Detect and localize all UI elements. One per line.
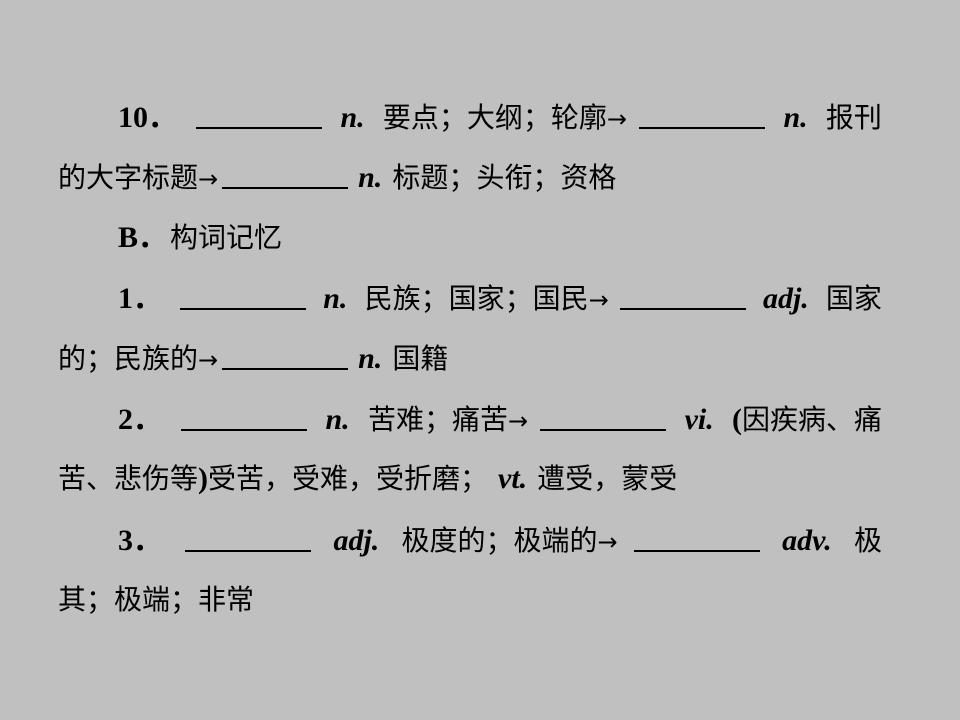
section-label: B．: [118, 221, 169, 254]
item-10-line-2: 的大字标题 → n. 标题；头衔；资格: [58, 157, 882, 197]
item-1-line-1: 1． n. 民族；国家；国民 → adj. 国家: [58, 278, 882, 318]
item-10-line-1: 10． n. 要点；大纲；轮廓 → n. 报刊: [58, 97, 882, 137]
meaning-text: 极度的；极端的: [401, 524, 598, 557]
answer-blank[interactable]: [222, 159, 349, 189]
answer-blank[interactable]: [619, 280, 746, 310]
meaning-group: 民族；国家；国民 →: [364, 279, 609, 320]
meaning-group: ( 因疾病、痛: [732, 400, 882, 440]
item-number: 1．: [118, 282, 163, 315]
answer-blank[interactable]: [181, 401, 308, 431]
item-number: 2．: [118, 403, 163, 436]
item-2-line-2: 苦、悲伤等 ) 受苦，受难，受折磨； vt. 遭受，蒙受: [58, 459, 882, 499]
meaning-text: 的；民族的: [58, 342, 199, 375]
part-of-speech: adj.: [333, 524, 380, 557]
arrow-right-icon: →: [198, 346, 219, 374]
meaning-text: 因疾病、痛: [741, 403, 882, 436]
paren-open: (: [731, 403, 742, 436]
meaning-group: 的大字标题 →: [58, 158, 218, 199]
part-of-speech: n.: [325, 403, 350, 436]
meaning-text: 标题；头衔；资格: [392, 161, 617, 194]
item-number: 3．: [118, 524, 163, 557]
answer-blank[interactable]: [639, 99, 766, 129]
answer-blank[interactable]: [540, 401, 667, 431]
meaning-text: 的大字标题: [58, 161, 199, 194]
meaning-text: 苦、悲伤等: [58, 462, 199, 495]
item-2-line-1: 2． n. 苦难；痛苦 → vi. ( 因疾病、痛: [58, 399, 882, 439]
paren-close: ): [198, 462, 209, 495]
part-of-speech: adj.: [762, 282, 809, 315]
item-3-line-1: 3． adj. 极度的；极端的 → adv. 极: [58, 520, 882, 560]
answer-blank[interactable]: [180, 280, 307, 310]
part-of-speech: adv.: [782, 524, 832, 557]
meaning-text: 国籍: [392, 342, 449, 375]
meaning-group: 苦、悲伤等 ) 受苦，受难，受折磨；: [58, 459, 488, 499]
part-of-speech: n.: [323, 282, 348, 315]
meaning-text: 要点；大纲；轮廓: [382, 101, 607, 134]
part-of-speech: vi.: [684, 403, 714, 436]
meaning-group: 极度的；极端的 →: [401, 521, 618, 562]
item-number: 10．: [118, 101, 178, 134]
item-3-line-2: 其；极端；非常: [58, 580, 882, 620]
part-of-speech: n.: [358, 342, 383, 375]
arrow-right-icon: →: [606, 105, 628, 133]
meaning-text: 遭受，蒙受: [537, 462, 678, 495]
meaning-text: 报刊: [825, 101, 882, 134]
meaning-text: 受苦，受难，受折磨；: [208, 462, 489, 495]
answer-blank[interactable]: [185, 522, 312, 552]
part-of-speech: n.: [358, 161, 383, 194]
answer-blank[interactable]: [196, 99, 323, 129]
item-1-line-2: 的；民族的 → n. 国籍: [58, 338, 882, 378]
section-b-heading: B． 构词记忆: [58, 218, 882, 258]
meaning-group: 要点；大纲；轮廓 →: [382, 98, 627, 139]
section-title: 构词记忆: [170, 221, 283, 254]
answer-blank[interactable]: [633, 522, 760, 552]
meaning-group: 的；民族的 →: [58, 339, 218, 380]
part-of-speech: vt.: [498, 462, 528, 495]
part-of-speech: n.: [783, 101, 808, 134]
arrow-right-icon: →: [597, 528, 618, 556]
meaning-text: 国家: [825, 282, 882, 315]
meaning-text: 极: [853, 524, 882, 557]
arrow-right-icon: →: [588, 286, 609, 314]
arrow-right-icon: →: [198, 165, 219, 193]
meaning-group: 苦难；痛苦 →: [367, 400, 528, 441]
meaning-text: 其；极端；非常: [58, 583, 255, 616]
part-of-speech: n.: [340, 101, 365, 134]
arrow-right-icon: →: [507, 407, 529, 435]
answer-blank[interactable]: [222, 340, 349, 370]
meaning-text: 苦难；痛苦: [367, 403, 508, 436]
meaning-text: 民族；国家；国民: [364, 282, 589, 315]
